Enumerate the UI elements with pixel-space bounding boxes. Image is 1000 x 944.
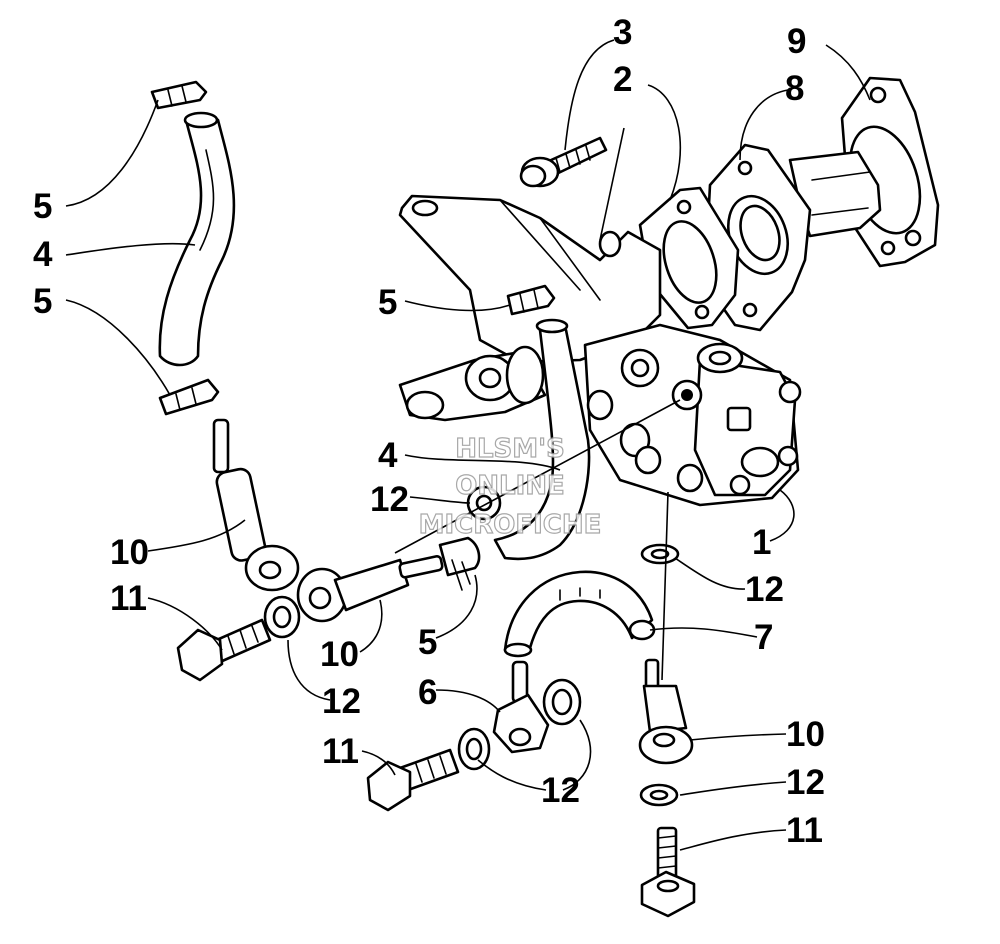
callout-3: 3 [613, 13, 632, 52]
callout-2: 2 [613, 60, 632, 99]
callout-6: 6 [418, 673, 437, 712]
washer-12-left [263, 595, 301, 639]
callout-7: 7 [754, 618, 773, 657]
callout-5-lower-hose: 5 [33, 282, 52, 321]
callout-12-center: 12 [370, 480, 409, 519]
banjo-bolt-11-left [176, 618, 272, 682]
banjo-fitting-10-horizontal [296, 555, 444, 623]
bolt-3 [519, 136, 608, 188]
clamp-5-top [150, 80, 208, 110]
callout-9: 9 [787, 22, 806, 61]
gasket-2 [638, 186, 740, 330]
watermark-line-3: MICROFICHE [419, 510, 602, 540]
callout-10-horizontal: 10 [320, 635, 359, 674]
hose-4-upper [158, 111, 236, 367]
mounting-bracket [398, 194, 662, 364]
callout-10-left: 10 [110, 533, 149, 572]
banjo-fitting-10-right [638, 658, 694, 765]
oil-pump-1 [583, 323, 802, 507]
washer-12-right-lower [639, 783, 679, 807]
banjo-fitting-10-left [212, 418, 300, 592]
callout-4-top: 4 [33, 235, 53, 274]
intake-spacer-8 [703, 143, 882, 332]
callout-11-lower: 11 [322, 732, 359, 771]
clamp-5-small [438, 536, 481, 591]
callout-12-lower: 12 [541, 771, 580, 810]
callout-5-small: 5 [418, 623, 437, 662]
leader-lines [65, 39, 871, 851]
callout-4-middle: 4 [378, 436, 398, 475]
washer-12-lower [457, 727, 491, 771]
alignment-lines [394, 127, 681, 681]
hose-7 [503, 570, 656, 658]
watermark: HLSM'S ONLINE MICROFICHE [418, 433, 602, 540]
clamp-5-lower [158, 378, 220, 416]
cable-adjuster [398, 345, 547, 422]
callout-11-right: 11 [786, 811, 823, 850]
banjo-bolt-11-right [640, 826, 696, 918]
washer-12-fitting6 [542, 678, 582, 726]
fitting-6 [492, 660, 550, 754]
banjo-bolt-11-lower [366, 748, 460, 812]
clamp-5-bracket [506, 284, 556, 316]
callout-5-bracket: 5 [378, 283, 397, 322]
washer-12-right-top [640, 543, 680, 565]
callout-8: 8 [785, 69, 804, 108]
callout-5-top: 5 [33, 187, 52, 226]
hose-4-middle [493, 318, 591, 561]
callout-11-left: 11 [110, 579, 147, 618]
callout-1: 1 [752, 523, 771, 562]
callout-12-right-top: 12 [745, 570, 784, 609]
callout-labels: 5 4 5 3 2 9 8 5 4 12 1 12 7 10 11 10 5 6… [33, 13, 825, 850]
watermark-line-1: HLSM'S [455, 434, 565, 464]
callout-10-right: 10 [786, 715, 825, 754]
callout-12-left: 12 [322, 682, 361, 721]
watermark-line-2: ONLINE [455, 471, 565, 501]
callout-12-right-lower: 12 [786, 763, 825, 802]
